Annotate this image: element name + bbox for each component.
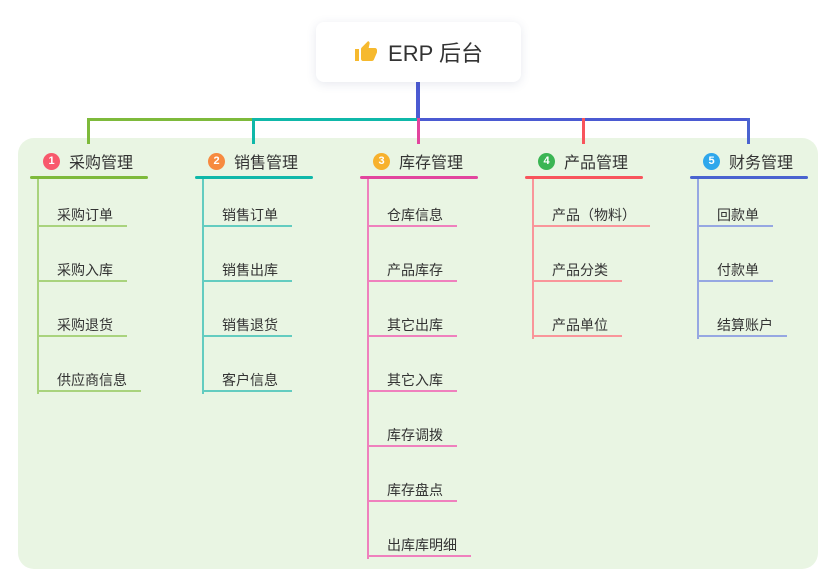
sub-item-label: 其它出库 <box>387 317 443 333</box>
branch-header-5[interactable]: 5 财务管理 <box>703 151 794 172</box>
sub-item-node[interactable]: 采购订单 <box>37 203 127 227</box>
sub-item-label: 产品（物料） <box>552 207 636 223</box>
sub-item-node[interactable]: 库存盘点 <box>367 478 457 502</box>
sub-item-label: 采购入库 <box>57 262 113 278</box>
branch-stem-line <box>37 179 39 394</box>
sub-item-label: 采购订单 <box>57 207 113 223</box>
sub-item-node[interactable]: 出库库明细 <box>367 533 471 557</box>
branch-underline <box>690 176 808 179</box>
branch-stem-line <box>532 179 534 339</box>
sub-item-label: 库存盘点 <box>387 482 443 498</box>
branch-number-badge: 4 <box>538 152 555 170</box>
branch-underline <box>195 176 313 179</box>
sub-item-label: 其它入库 <box>387 372 443 388</box>
sub-item-label: 销售出库 <box>222 262 278 278</box>
branch-number-badge: 1 <box>43 152 60 170</box>
sub-item-label: 库存调拨 <box>387 427 443 443</box>
branch-header-4[interactable]: 4 产品管理 <box>538 151 629 172</box>
sub-item-node[interactable]: 客户信息 <box>202 368 292 392</box>
branch-underline <box>360 176 478 179</box>
sub-item-node[interactable]: 其它入库 <box>367 368 457 392</box>
branches-background-panel <box>18 138 818 569</box>
root-node-erp[interactable]: ERP 后台 <box>316 22 521 82</box>
branch-label: 采购管理 <box>69 155 134 172</box>
branch-underline <box>525 176 643 179</box>
branch-label: 销售管理 <box>234 155 299 172</box>
sub-item-label: 销售退货 <box>222 317 278 333</box>
sub-item-node[interactable]: 产品（物料） <box>532 203 650 227</box>
sub-item-node[interactable]: 供应商信息 <box>37 368 141 392</box>
branch-drop-line <box>417 118 420 144</box>
sub-item-label: 仓库信息 <box>387 207 443 223</box>
sub-item-label: 采购退货 <box>57 317 113 333</box>
sub-item-label: 付款单 <box>717 262 759 278</box>
sub-item-node[interactable]: 付款单 <box>697 258 773 282</box>
branch-stem-line <box>697 179 699 339</box>
thumbs-up-icon <box>354 40 378 64</box>
sub-item-label: 产品库存 <box>387 262 443 278</box>
branch-drop-line <box>87 118 90 144</box>
branch-drop-line <box>747 118 750 144</box>
sub-item-node[interactable]: 销售订单 <box>202 203 292 227</box>
sub-item-node[interactable]: 结算账户 <box>697 313 787 337</box>
branch-label: 库存管理 <box>399 155 464 172</box>
sub-item-node[interactable]: 销售出库 <box>202 258 292 282</box>
sub-item-node[interactable]: 销售退货 <box>202 313 292 337</box>
branch-header-1[interactable]: 1 采购管理 <box>43 151 134 172</box>
sub-item-label: 销售订单 <box>222 207 278 223</box>
sub-item-label: 结算账户 <box>717 317 773 333</box>
sub-item-node[interactable]: 仓库信息 <box>367 203 457 227</box>
sub-item-node[interactable]: 采购退货 <box>37 313 127 337</box>
sub-item-node[interactable]: 其它出库 <box>367 313 457 337</box>
branch-stem-line <box>202 179 204 394</box>
branch-header-2[interactable]: 2 销售管理 <box>208 151 299 172</box>
branch-number-badge: 2 <box>208 152 225 170</box>
sub-item-node[interactable]: 产品单位 <box>532 313 622 337</box>
sub-item-label: 客户信息 <box>222 372 278 388</box>
root-node-label: ERP 后台 <box>388 41 483 66</box>
branch-number-badge: 5 <box>703 152 720 170</box>
sub-item-label: 回款单 <box>717 207 759 223</box>
branch-drop-line <box>582 118 585 144</box>
bus-line-segment-teal <box>255 118 418 121</box>
bus-line-segment-green <box>87 118 255 121</box>
sub-item-node[interactable]: 回款单 <box>697 203 773 227</box>
branch-label: 产品管理 <box>564 155 629 172</box>
sub-item-node[interactable]: 采购入库 <box>37 258 127 282</box>
root-connector-line <box>416 82 420 121</box>
sub-item-label: 出库库明细 <box>387 537 457 553</box>
sub-item-node[interactable]: 产品库存 <box>367 258 457 282</box>
branch-drop-line <box>252 118 255 144</box>
branch-number-badge: 3 <box>373 152 390 170</box>
sub-item-node[interactable]: 产品分类 <box>532 258 622 282</box>
branch-header-3[interactable]: 3 库存管理 <box>373 151 464 172</box>
sub-item-label: 产品单位 <box>552 317 608 333</box>
branch-label: 财务管理 <box>729 155 794 172</box>
sub-item-node[interactable]: 库存调拨 <box>367 423 457 447</box>
sub-item-label: 产品分类 <box>552 262 608 278</box>
sub-item-label: 供应商信息 <box>57 372 127 388</box>
branch-underline <box>30 176 148 179</box>
branch-stem-line <box>367 179 369 559</box>
